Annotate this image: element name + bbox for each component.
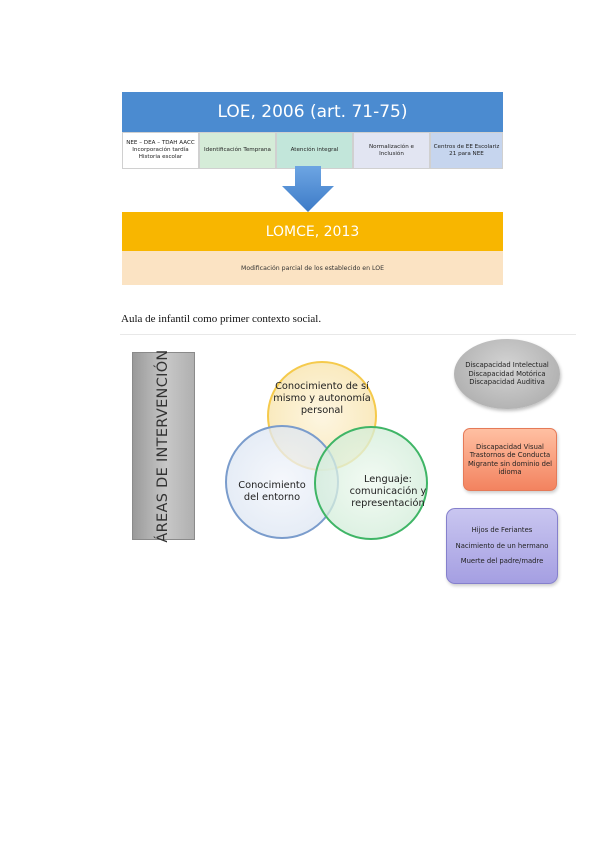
- venn-label-left: Conocimiento del entorno: [238, 480, 306, 503]
- loe-cell-identificacion: Identificación Temprana: [199, 132, 276, 169]
- box-discapacidad: Discapacidad Intelectual Discapacidad Mo…: [454, 339, 560, 409]
- loe-cell-normalizacion: Normalización e Inclusión: [353, 132, 430, 169]
- loe-title-bar: LOE, 2006 (art. 71-75): [122, 92, 503, 132]
- venn-circle-right: [314, 426, 428, 540]
- box-grey-line-3: Discapacidad Auditiva: [469, 378, 545, 387]
- lomce-title: LOMCE, 2013: [265, 223, 360, 240]
- areas-panel: [132, 352, 195, 540]
- loe-cell-atencion: Atención integral: [276, 132, 353, 169]
- venn-label-top: Conocimiento de sí mismo y autonomía per…: [273, 381, 371, 416]
- areas-title: ÁREAS DE INTERVENCIÓN: [155, 349, 171, 543]
- venn-label-right: Lenguaje: comunicación y representación: [349, 474, 427, 509]
- box-purple-line-2: Nacimiento de un hermano: [455, 541, 549, 550]
- venn-diagram: [225, 361, 428, 540]
- divider: [120, 334, 576, 335]
- box-salmon-line-2: Trastornos de Conducta: [469, 451, 551, 460]
- box-salmon-line-3: Migrante sin dominio del idioma: [467, 459, 553, 476]
- lomce-body-text: Modificación parcial de los establecido …: [241, 264, 384, 272]
- box-grey-line-2: Discapacidad Motórica: [468, 369, 546, 378]
- caption: Aula de infantil como primer contexto so…: [121, 313, 322, 325]
- down-arrow-icon: [282, 166, 334, 212]
- box-grey-line-1: Discapacidad Intelectual: [465, 361, 549, 370]
- box-visual-conducta: Discapacidad Visual Trastornos de Conduc…: [463, 428, 557, 491]
- loe-title: LOE, 2006 (art. 71-75): [217, 102, 408, 122]
- box-salmon-line-1: Discapacidad Visual: [476, 442, 544, 451]
- loe-cell-nee: NEE – DEA – TDAH AACC Incorporación tard…: [122, 132, 199, 169]
- box-purple-line-1: Hijos de Feriantes: [471, 526, 533, 535]
- lomce-body: Modificación parcial de los establecido …: [122, 251, 503, 285]
- lomce-title-bar: LOMCE, 2013: [122, 212, 503, 251]
- box-purple-line-3: Muerte del padre/madre: [460, 557, 544, 566]
- loe-cell-centros: Centros de EE Escolariz 21 para NEE: [430, 132, 503, 169]
- box-feriantes: Hijos de Feriantes Nacimiento de un herm…: [446, 508, 558, 584]
